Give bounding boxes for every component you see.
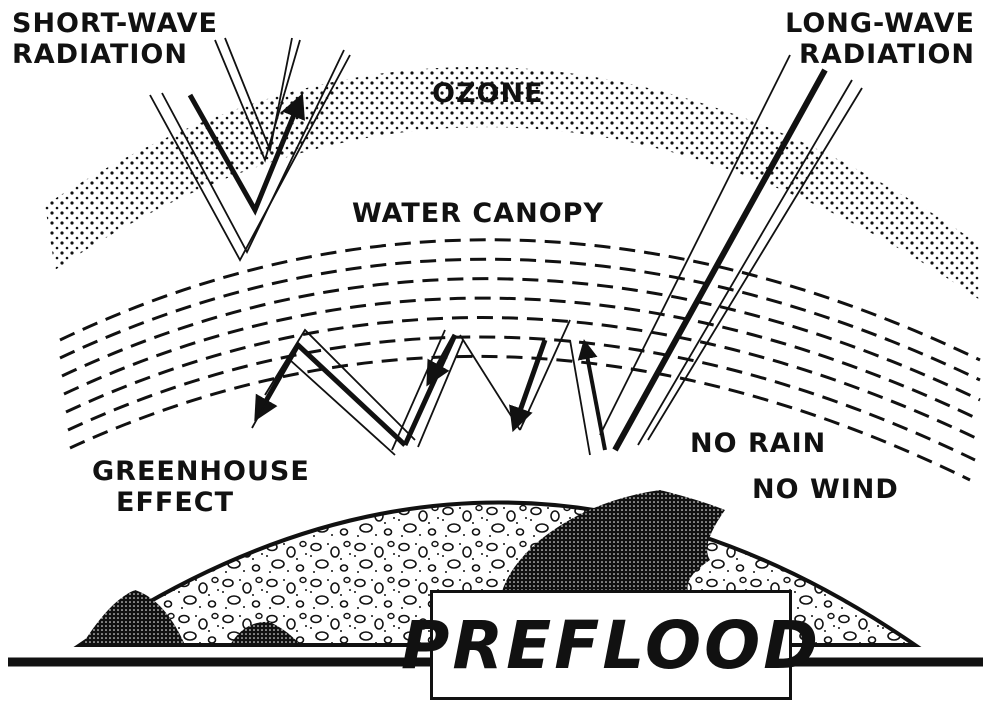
short-wave-label-line2: RADIATION xyxy=(12,39,218,70)
long-wave-label: LONG-WAVE RADIATION xyxy=(785,8,975,70)
water-canopy xyxy=(60,240,980,480)
ozone-label: OZONE xyxy=(432,78,544,109)
short-wave-label-line1: SHORT-WAVE xyxy=(12,8,218,39)
long-wave-label-line1: LONG-WAVE xyxy=(785,8,975,39)
no-wind-label: NO WIND xyxy=(752,474,899,505)
short-wave-label: SHORT-WAVE RADIATION xyxy=(12,8,218,70)
water-canopy-label: WATER CANOPY xyxy=(352,198,604,229)
greenhouse-effect-label: GREENHOUSE EFFECT xyxy=(92,456,310,518)
title-box: PREFLOOD xyxy=(430,590,792,700)
diagram-title: PREFLOOD xyxy=(433,593,789,697)
long-wave-label-line2: RADIATION xyxy=(785,39,975,70)
no-rain-label: NO RAIN xyxy=(690,428,826,459)
greenhouse-label-line2: EFFECT xyxy=(92,487,310,518)
greenhouse-label-line1: GREENHOUSE xyxy=(92,456,310,487)
